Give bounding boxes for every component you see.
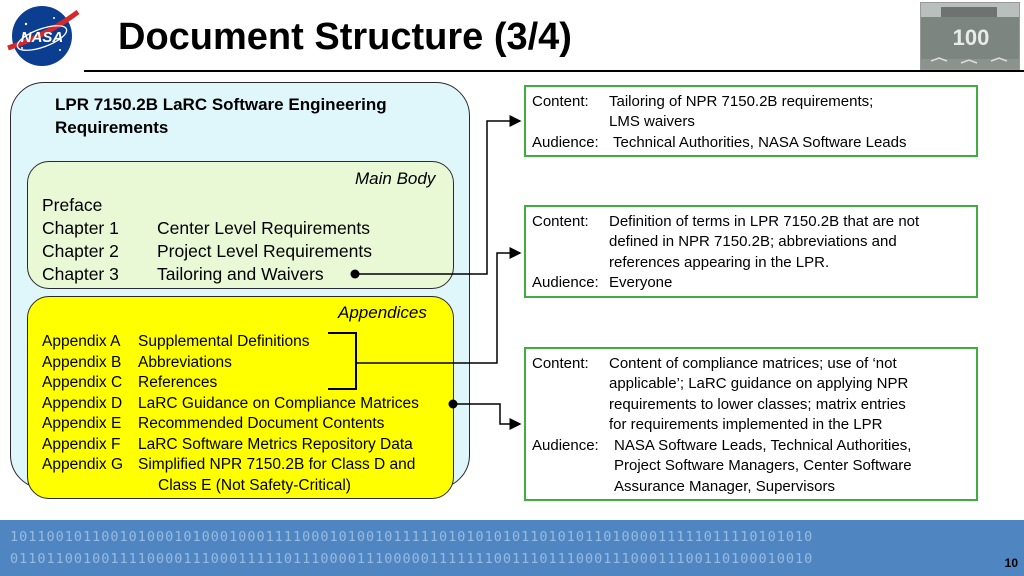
appendix-item: Appendix F LaRC Software Metrics Reposit… xyxy=(42,436,413,454)
item-title: Center Level Requirements xyxy=(157,218,371,238)
audience-label: Audience: xyxy=(532,134,599,151)
main-body-label: Main Body xyxy=(355,169,436,188)
content-text: LMS waivers xyxy=(609,113,695,130)
audience-label: Audience: xyxy=(532,274,599,291)
item-id: Appendix D xyxy=(42,395,123,412)
item-title: LaRC Guidance on Compliance Matrices xyxy=(138,395,419,412)
audience-text: Assurance Manager, Supervisors xyxy=(614,478,835,495)
item-id: Appendix G xyxy=(42,456,123,473)
page-number: 10 xyxy=(1004,556,1018,570)
content-text: for requirements implemented in the LPR xyxy=(609,416,883,433)
svg-text:100: 100 xyxy=(953,25,990,50)
aerial-photo: 100 xyxy=(920,2,1020,70)
item-id: Preface xyxy=(42,195,103,215)
item-title: LaRC Software Metrics Repository Data xyxy=(138,436,413,453)
content-label: Content: xyxy=(532,355,589,372)
nasa-logo: NASA xyxy=(4,4,80,68)
tailoring-content-box: Content: Tailoring of NPR 7150.2B requir… xyxy=(524,85,978,157)
header-divider xyxy=(84,70,1024,72)
appendices-label: Appendices xyxy=(338,303,427,322)
content-text: defined in NPR 7150.2B; abbreviations an… xyxy=(609,233,897,250)
content-text: references appearing in the LPR. xyxy=(609,254,830,271)
item-id: Chapter 1 xyxy=(42,218,119,238)
item-id: Chapter 3 xyxy=(42,264,119,284)
audience-text: Everyone xyxy=(609,274,673,291)
connector-to-tailoring-box xyxy=(355,115,522,275)
appendix-item: Appendix E Recommended Document Contents xyxy=(42,415,384,433)
item-title: Class E (Not Safety-Critical) xyxy=(158,477,351,494)
audience-text: Technical Authorities, NASA Software Lea… xyxy=(613,134,907,151)
connector-to-definitions-box xyxy=(356,247,522,364)
appendix-bracket xyxy=(328,332,357,390)
definitions-content-box: Content: Definition of terms in LPR 7150… xyxy=(524,205,978,298)
main-body-item: Chapter 2 Project Level Requirements xyxy=(42,241,372,262)
main-body-item: Chapter 1 Center Level Requirements xyxy=(42,218,370,239)
item-id: Appendix C xyxy=(42,374,123,391)
main-body-item: Chapter 3 Tailoring and Waivers xyxy=(42,264,324,285)
content-text: Definition of terms in LPR 7150.2B that … xyxy=(609,213,920,230)
page-title: Document Structure (3/4) xyxy=(118,16,572,58)
content-text: applicable’; LaRC guidance on applying N… xyxy=(609,375,909,392)
document-title: LPR 7150.2B LaRC Software Engineering Re… xyxy=(55,95,387,137)
content-text: Content of compliance matrices; use of ‘… xyxy=(609,355,897,372)
item-title: Abbreviations xyxy=(138,354,232,371)
item-id: Appendix A xyxy=(42,333,121,350)
binary-decoration: 1011001011001010001010001000111100010100… xyxy=(10,529,814,545)
appendix-item: Appendix G Simplified NPR 7150.2B for Cl… xyxy=(42,456,415,474)
appendices-section xyxy=(27,296,454,499)
compliance-content-box: Content: Content of compliance matrices;… xyxy=(524,347,978,501)
footer-band: 1011001011001010001010001000111100010100… xyxy=(0,520,1024,576)
appendix-item: Appendix C References xyxy=(42,374,217,392)
appendix-item: Appendix B Abbreviations xyxy=(42,354,232,372)
connector-to-compliance-box xyxy=(453,403,522,430)
svg-text:NASA: NASA xyxy=(21,29,64,46)
item-title: Simplified NPR 7150.2B for Class D and xyxy=(138,456,416,473)
item-title: Project Level Requirements xyxy=(157,241,372,261)
item-id: Appendix F xyxy=(42,436,121,453)
item-id: Chapter 2 xyxy=(42,241,119,261)
content-label: Content: xyxy=(532,93,589,110)
item-title: References xyxy=(138,374,218,391)
item-title: Recommended Document Contents xyxy=(138,415,385,432)
content-text: requirements to lower classes; matrix en… xyxy=(609,396,906,413)
binary-decoration: 0110110010011110000111000111110111000011… xyxy=(10,551,814,567)
item-title: Supplemental Definitions xyxy=(138,333,310,350)
main-body-item: Preface xyxy=(42,195,102,216)
appendix-item: Appendix D LaRC Guidance on Compliance M… xyxy=(42,395,419,413)
appendix-item: Appendix A Supplemental Definitions xyxy=(42,333,309,351)
content-text: Tailoring of NPR 7150.2B requirements; xyxy=(609,93,874,110)
audience-text: NASA Software Leads, Technical Authoriti… xyxy=(614,437,912,454)
item-title: Tailoring and Waivers xyxy=(157,264,324,284)
item-id: Appendix E xyxy=(42,415,122,432)
audience-text: Project Software Managers, Center Softwa… xyxy=(614,457,912,474)
main-body-section xyxy=(27,161,454,289)
audience-label: Audience: xyxy=(532,437,599,454)
item-id: Appendix B xyxy=(42,354,122,371)
content-label: Content: xyxy=(532,213,589,230)
